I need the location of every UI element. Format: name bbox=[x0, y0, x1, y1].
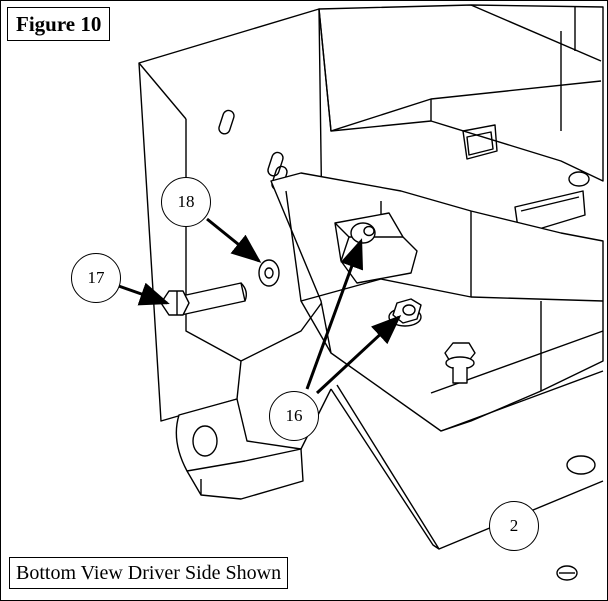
mount-tab bbox=[175, 398, 304, 500]
leader-16a bbox=[305, 238, 364, 390]
leader-16b bbox=[315, 314, 402, 395]
crossmember-hole bbox=[568, 171, 590, 187]
brace-rod bbox=[330, 384, 440, 550]
leader-17 bbox=[112, 282, 170, 306]
figure-title: Figure 10 bbox=[7, 7, 111, 41]
lower-hole-1 bbox=[566, 455, 596, 475]
channel-frame bbox=[270, 172, 604, 432]
callout-2: 2 bbox=[489, 501, 539, 551]
side-plate bbox=[138, 8, 324, 422]
slot-hole-1 bbox=[218, 109, 235, 135]
figure-caption: Bottom View Driver Side Shown bbox=[9, 557, 289, 589]
lower-hole-2 bbox=[556, 565, 578, 581]
crossmember-top bbox=[318, 4, 604, 182]
callout-16: 16 bbox=[269, 391, 319, 441]
mount-hole bbox=[192, 425, 218, 457]
washer-18 bbox=[258, 259, 280, 287]
callout-17: 17 bbox=[71, 253, 121, 303]
clip-nut bbox=[350, 222, 376, 244]
crossmember-slot bbox=[462, 124, 498, 160]
callout-18: 18 bbox=[161, 177, 211, 227]
leader-18 bbox=[206, 217, 262, 263]
